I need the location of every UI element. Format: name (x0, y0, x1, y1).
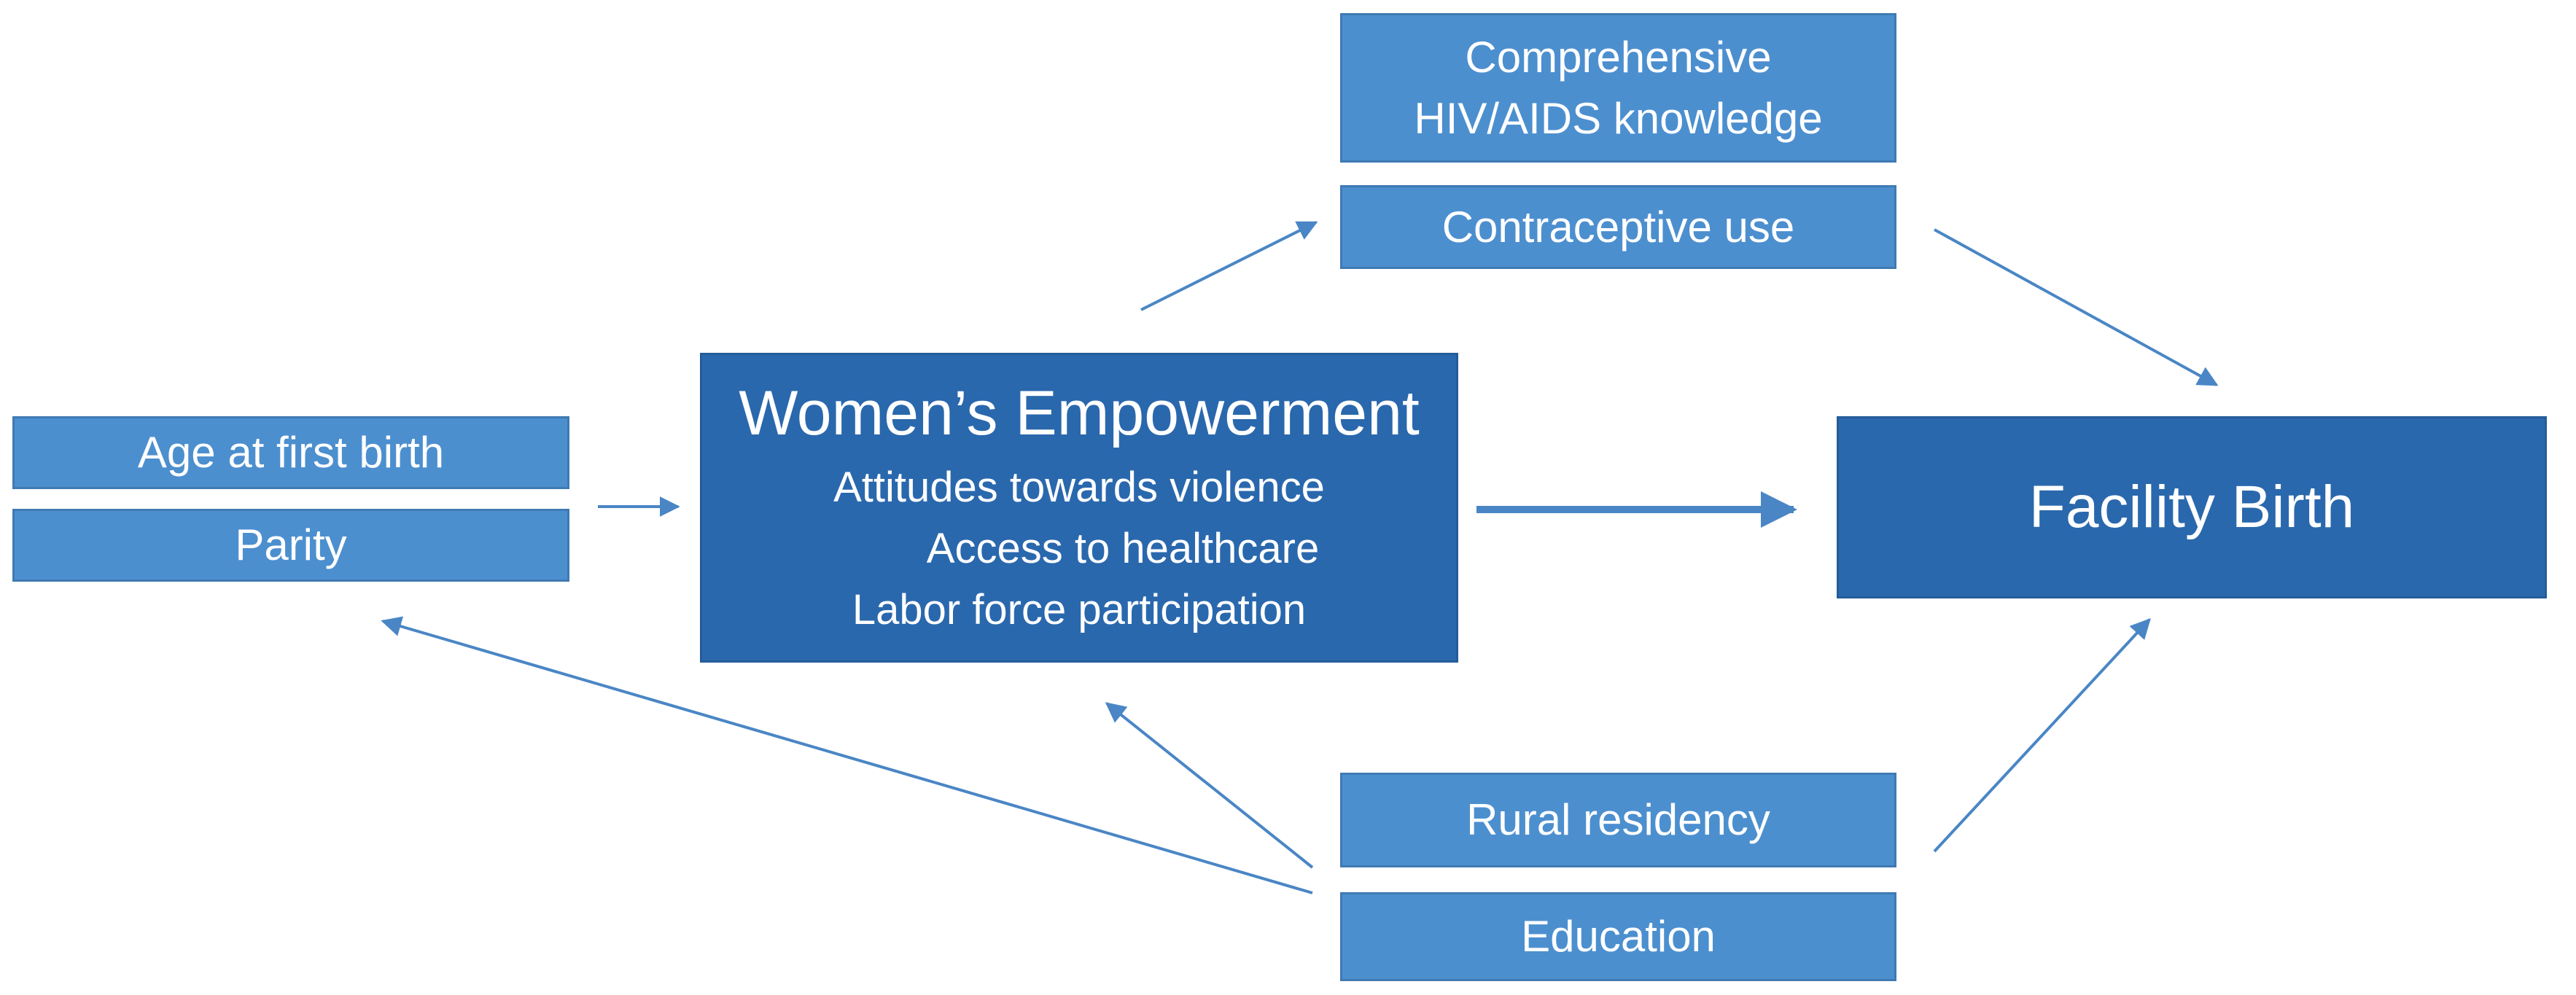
contraceptive-use-box: Contraceptive use (1340, 185, 1896, 269)
rural-residency-label: Rural residency (1466, 795, 1770, 844)
rural-residency-box: Rural residency (1340, 773, 1896, 867)
womens-empowerment-box: Women’s Empowerment Attitudes towards vi… (700, 353, 1458, 663)
arrow-rural-to-facility-birth (1933, 617, 2151, 853)
hiv-aids-knowledge-line-1: Comprehensive (1465, 32, 1772, 82)
parity-label: Parity (235, 520, 347, 569)
facility-birth-label: Facility Birth (2028, 474, 2355, 540)
arrow-education-to-empowerment (1105, 702, 1314, 869)
parity-box: Parity (12, 509, 569, 582)
womens-empowerment-title: Women’s Empowerment (739, 378, 1420, 448)
education-box: Education (1340, 892, 1896, 981)
empowerment-item-attitudes: Attitudes towards violence (833, 464, 1325, 512)
age-at-first-birth-box: Age at first birth (12, 416, 569, 489)
hiv-aids-knowledge-line-2: HIV/AIDS knowledge (1414, 93, 1823, 143)
contraceptive-use-label: Contraceptive use (1441, 202, 1795, 251)
age-at-first-birth-label: Age at first birth (137, 428, 445, 477)
empowerment-item-labor-force: Labor force participation (852, 586, 1307, 634)
education-label: Education (1521, 912, 1716, 961)
empowerment-item-healthcare-access: Access to healthcare (926, 525, 1320, 573)
arrow-contraceptive-to-facility-birth (1934, 228, 2219, 386)
facility-birth-box: Facility Birth (1837, 416, 2547, 598)
arrow-empowerment-to-contraceptive (1140, 221, 1318, 311)
hiv-aids-knowledge-box: Comprehensive HIV/AIDS knowledge (1340, 13, 1896, 163)
